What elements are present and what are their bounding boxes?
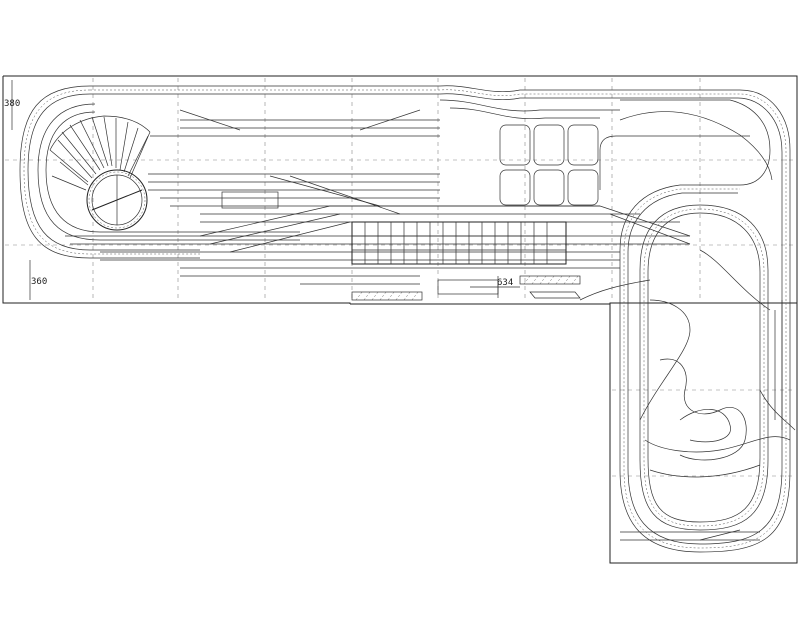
module-grid	[5, 78, 795, 477]
inner-oval	[639, 204, 769, 531]
baseboard-outline	[2, 75, 798, 564]
right-leg-siding	[620, 300, 783, 541]
scenery-contours	[579, 111, 796, 478]
roundhouse	[49, 115, 151, 191]
platform-hatch	[351, 275, 581, 301]
dimension-label-bottom-left: 360	[31, 277, 47, 287]
mainline-outer	[19, 85, 791, 553]
yard-tracks	[65, 99, 691, 285]
dimension-label-center: 634	[497, 278, 513, 288]
town-blocks	[221, 124, 750, 209]
dimension-label-top-left: 380	[4, 99, 20, 109]
station-platform-grid	[351, 221, 567, 265]
turntable	[86, 169, 148, 231]
